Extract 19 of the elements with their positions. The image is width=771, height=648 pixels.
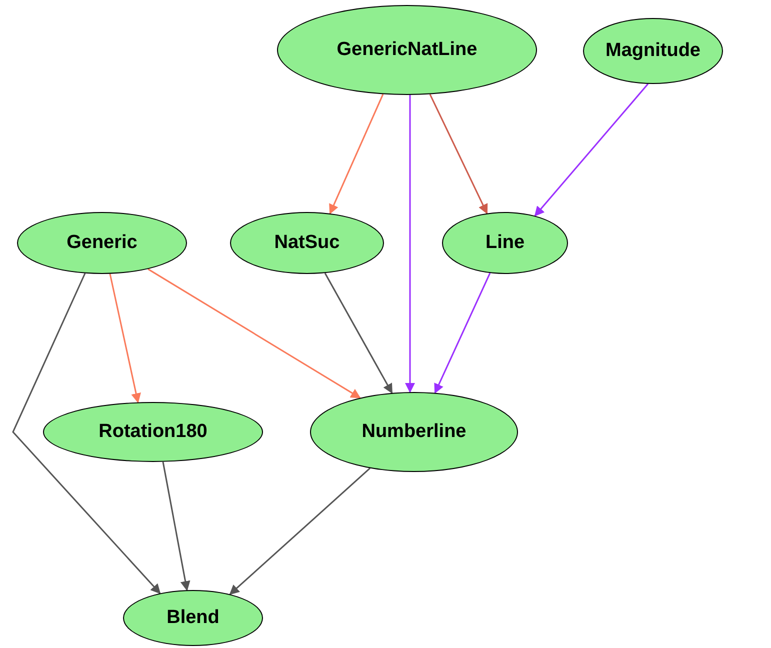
arrow xyxy=(162,462,190,592)
arrow xyxy=(109,274,141,404)
arrow xyxy=(405,95,415,394)
arrow xyxy=(429,94,488,214)
node-label: Generic xyxy=(66,232,138,254)
arrow xyxy=(434,272,491,394)
arrow xyxy=(329,94,384,214)
node-label: GenericNatLine xyxy=(336,39,478,61)
node-label: Rotation180 xyxy=(98,421,208,443)
arrow xyxy=(148,268,361,398)
arrow xyxy=(229,468,370,595)
node-label: Line xyxy=(485,232,525,254)
node-label: Magnitude xyxy=(606,40,700,62)
arrow xyxy=(534,83,649,216)
arrow xyxy=(324,272,393,394)
node-label: Blend xyxy=(166,607,220,629)
node-label: Numberline xyxy=(362,421,466,443)
node-label: NatSuc xyxy=(274,232,340,254)
arrow xyxy=(12,273,161,594)
